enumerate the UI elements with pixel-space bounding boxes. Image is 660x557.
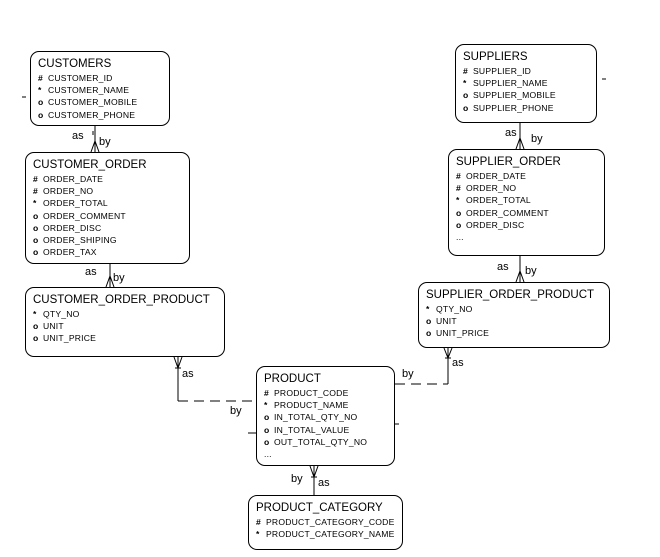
entity-name: SUPPLIER_ORDER [456,156,561,168]
attribute: #PRODUCT_CATEGORY_CODE [256,517,395,527]
entity-name: PRODUCT_CATEGORY [256,502,383,514]
attribute: #SUPPLIER_ID [463,66,532,76]
rel-label-by: by [402,368,414,380]
rel-label-as: as [505,127,517,139]
rel-label-by: by [230,405,242,417]
crowfoot-icon [309,465,319,479]
attribute: *QTY_NO [33,309,80,319]
rel-label-as: as [85,266,97,278]
attribute: #CUSTOMER_ID [38,73,113,83]
rel-label-as: as [72,130,84,142]
crowfoot-icon [90,139,100,153]
crowfoot-icon [515,136,525,150]
attribute: *QTY_NO [426,304,473,314]
rel-label-as: as [452,357,464,369]
entity-name: CUSTOMER_ORDER_PRODUCT [33,294,210,306]
entity-customer-order[interactable]: CUSTOMER_ORDER #ORDER_DATE #ORDER_NO *OR… [25,152,190,264]
entity-supplier-order[interactable]: SUPPLIER_ORDER #ORDER_DATE #ORDER_NO *OR… [448,149,605,256]
crowfoot-icon [105,274,115,288]
rel-label-as: as [497,261,509,273]
attribute: *PRODUCT_CATEGORY_NAME [256,529,395,540]
rel-label-as: as [182,368,194,380]
entity-name: CUSTOMERS [38,58,112,70]
entity-name: SUPPLIER_ORDER_PRODUCT [426,289,595,301]
attribute: #ORDER_NO [33,186,94,197]
entity-product-category[interactable]: PRODUCT_CATEGORY #PRODUCT_CATEGORY_CODE … [248,495,403,550]
attribute: #ORDER_DATE [456,171,527,181]
attribute: #ORDER_DATE [33,174,104,184]
attribute: *ORDER_TOTAL [33,198,108,209]
attribute-ellipsis: ... [456,232,464,243]
rel-label-as: as [318,477,330,489]
crowfoot-icon [515,269,525,283]
crowfoot-icon [443,347,453,360]
rel-label-by: by [113,272,125,284]
crowfoot-icon [173,356,183,370]
rel-label-by: by [291,473,303,485]
attribute: #ORDER_NO [456,183,517,194]
attribute: *ORDER_TOTAL [456,195,531,206]
attribute: *CUSTOMER_NAME [38,85,130,96]
attribute: *PRODUCT_NAME [264,400,349,411]
entity-name: SUPPLIERS [463,51,528,63]
rel-label-by: by [99,136,111,148]
rel-label-by: by [531,133,543,145]
attribute: #PRODUCT_CODE [264,388,349,398]
rel-label-by: by [525,265,537,277]
attribute-ellipsis: ... [264,449,272,460]
attribute: *SUPPLIER_NAME [463,78,548,89]
entity-name: PRODUCT [264,373,321,385]
entity-name: CUSTOMER_ORDER [33,159,147,171]
